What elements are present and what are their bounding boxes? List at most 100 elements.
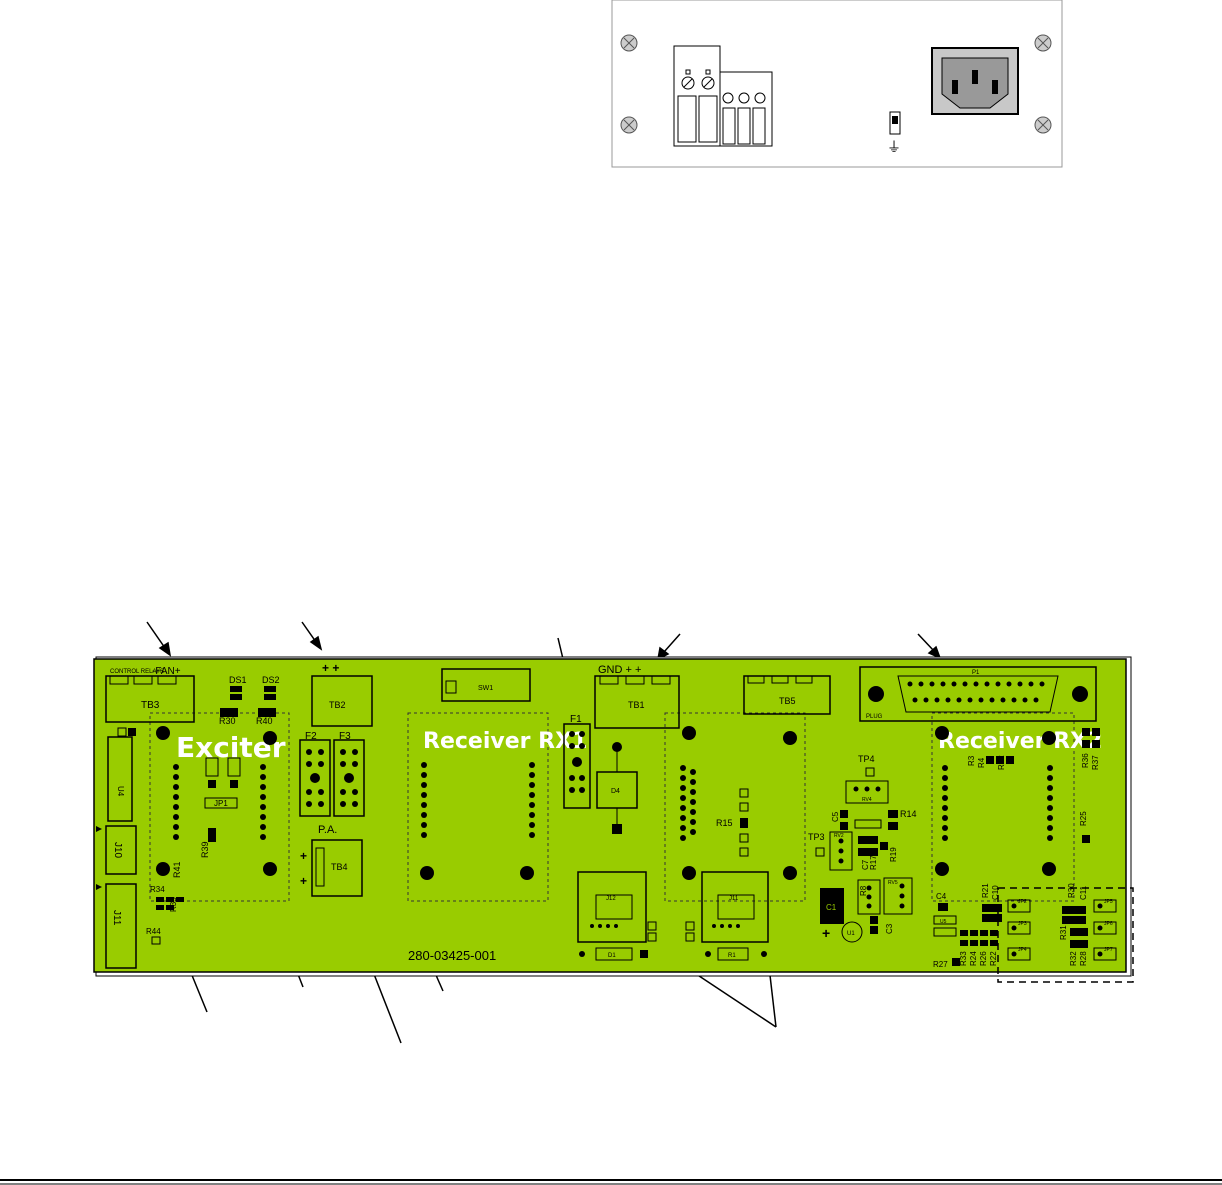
f3-label: F3 xyxy=(339,731,351,742)
r25-label: R25 xyxy=(1079,811,1088,826)
control-relays-label: CONTROL RELAYS xyxy=(110,669,164,675)
panel-screw-icon xyxy=(1034,34,1052,52)
r34-label: R34 xyxy=(150,885,165,894)
c5-label: C5 xyxy=(831,811,840,822)
jp4-label: JP4 xyxy=(1018,947,1027,953)
receiver-rx1-title: Receiver RX1 xyxy=(423,729,587,754)
r27-label: R27 xyxy=(933,960,948,969)
tb4-plus-top: + xyxy=(300,849,307,863)
c7-label: C7 xyxy=(861,859,870,870)
page-footer-rule xyxy=(0,1179,1222,1185)
c1-label: C1 xyxy=(826,903,837,912)
j12-jack: J12 xyxy=(577,871,657,943)
r15-label: R15 xyxy=(716,818,733,828)
r32-label: R32 xyxy=(1069,951,1078,966)
tb1-label: TB1 xyxy=(628,700,645,710)
tb4-connector: TB4 + + xyxy=(300,839,363,897)
power-inlet-icon xyxy=(931,47,1019,115)
j11-jack: J11 xyxy=(685,871,769,943)
r1-label: R1 xyxy=(728,953,736,959)
r8-label: R8 xyxy=(859,885,868,896)
jp2-label: JP2 xyxy=(1018,899,1027,905)
r26-label: R26 xyxy=(979,951,988,966)
p1-label: P1 xyxy=(972,670,980,676)
sw1-switch: SW1 xyxy=(441,668,531,702)
tb2-connector: + + TB2 xyxy=(311,661,373,727)
jp7-label: JP7 xyxy=(1104,947,1113,953)
r4-label: R4 xyxy=(977,757,986,768)
c1-plus-icon: + xyxy=(822,925,830,941)
rv4-label: RV4 xyxy=(862,797,872,803)
tb4-label: TB4 xyxy=(331,862,348,872)
u1-label: U1 xyxy=(847,931,855,937)
r40-label: R40 xyxy=(256,716,273,726)
p1-connector: P1 PLUG xyxy=(859,666,1097,722)
rv2-label: RV2 xyxy=(834,833,844,839)
r21-label: R21 xyxy=(981,883,990,898)
jp1-label: JP1 xyxy=(214,799,228,808)
r30b-label: R30 xyxy=(1067,883,1076,898)
r37-label: R37 xyxy=(1091,755,1100,770)
jp6-label: JP6 xyxy=(1104,921,1113,927)
tb3-label: TB3 xyxy=(141,700,160,711)
d1-label: D1 xyxy=(608,953,616,959)
u5-label: U5 xyxy=(940,919,947,925)
ground-switch-icon xyxy=(889,111,901,135)
r22-label: R22 xyxy=(989,951,998,966)
f2-label: F2 xyxy=(305,731,317,742)
r36-label: R36 xyxy=(1081,753,1090,768)
j11b-label: J11 xyxy=(729,896,739,902)
tb4-plus-bottom: + xyxy=(300,874,307,888)
pcb-board: Exciter Receiver RX1 Receiver RX2 TB3 CO… xyxy=(93,656,1134,983)
terminal-block-3 xyxy=(719,71,773,147)
panel-screw-icon xyxy=(620,116,638,134)
sw1-label: SW1 xyxy=(478,685,493,692)
r24-label: R24 xyxy=(969,951,978,966)
r19-label: R19 xyxy=(889,847,898,862)
r31-label: R31 xyxy=(1059,925,1068,940)
rear-panel: ⏚ xyxy=(611,0,1063,168)
j11-label: J11 xyxy=(111,910,122,926)
tb5-label: TB5 xyxy=(779,696,796,706)
r39-label: R39 xyxy=(200,841,210,858)
terminal-block-2 xyxy=(673,45,721,147)
ground-symbol: ⏚ xyxy=(887,139,901,155)
p1-plug-label: PLUG xyxy=(866,714,883,720)
r44-label: R44 xyxy=(146,927,161,936)
tb2-label: TB2 xyxy=(329,700,346,710)
r17-label: R17 xyxy=(869,855,878,870)
tb3-connector: TB3 CONTROL RELAYS -FAN+ xyxy=(105,666,195,723)
r35-label: R35 xyxy=(169,897,178,912)
panel-screw-icon xyxy=(1034,116,1052,134)
f1-label: F1 xyxy=(570,714,582,725)
r14-label: R14 xyxy=(900,809,917,819)
panel-screw-icon xyxy=(620,34,638,52)
u4-label: U4 xyxy=(116,786,125,797)
rv5-label: RV5 xyxy=(888,880,898,886)
part-number: 280-03425-001 xyxy=(408,948,496,963)
tb2-polarity: + + xyxy=(322,661,339,675)
tp3-label: TP3 xyxy=(808,832,825,842)
ds1-label: DS1 xyxy=(229,675,247,685)
c3-label: C3 xyxy=(885,923,894,934)
tp4-label: TP4 xyxy=(858,754,875,764)
c4-label: C4 xyxy=(936,892,947,901)
r3-label: R3 xyxy=(967,755,976,766)
receiver-rx2-title: Receiver RX2 xyxy=(938,729,1102,754)
j12-label: J12 xyxy=(606,896,616,902)
d4-label: D4 xyxy=(611,788,620,795)
tb5-connector: TB5 xyxy=(743,675,831,715)
c11-label: C11 xyxy=(1079,885,1088,900)
r33-label: R33 xyxy=(959,951,968,966)
ds2-label: DS2 xyxy=(262,675,280,685)
r30-label: R30 xyxy=(219,716,236,726)
fan-label: -FAN+ xyxy=(152,666,181,677)
jp3-label: JP3 xyxy=(1018,921,1027,927)
j10-label: J10 xyxy=(112,842,123,859)
c10-label: C10 xyxy=(991,885,1000,900)
tb1-connector: GND + + TB1 xyxy=(594,664,680,729)
tb1-header: GND + + xyxy=(598,664,641,676)
pa-label: P.A. xyxy=(318,824,337,836)
r41-label: R41 xyxy=(172,861,182,878)
